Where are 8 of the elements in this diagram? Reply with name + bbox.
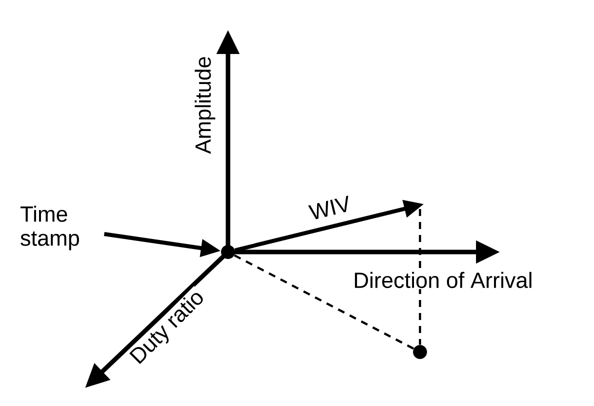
dot <box>221 244 235 259</box>
dashed-line <box>418 209 422 345</box>
dashed-line <box>234 254 414 350</box>
text-label: Time stamp <box>20 206 79 250</box>
dot <box>413 344 427 359</box>
axis-label: Direction of Arrival <box>352 270 534 290</box>
axis-label: Amplitude <box>194 55 216 155</box>
edge-label: WIV <box>306 194 354 222</box>
